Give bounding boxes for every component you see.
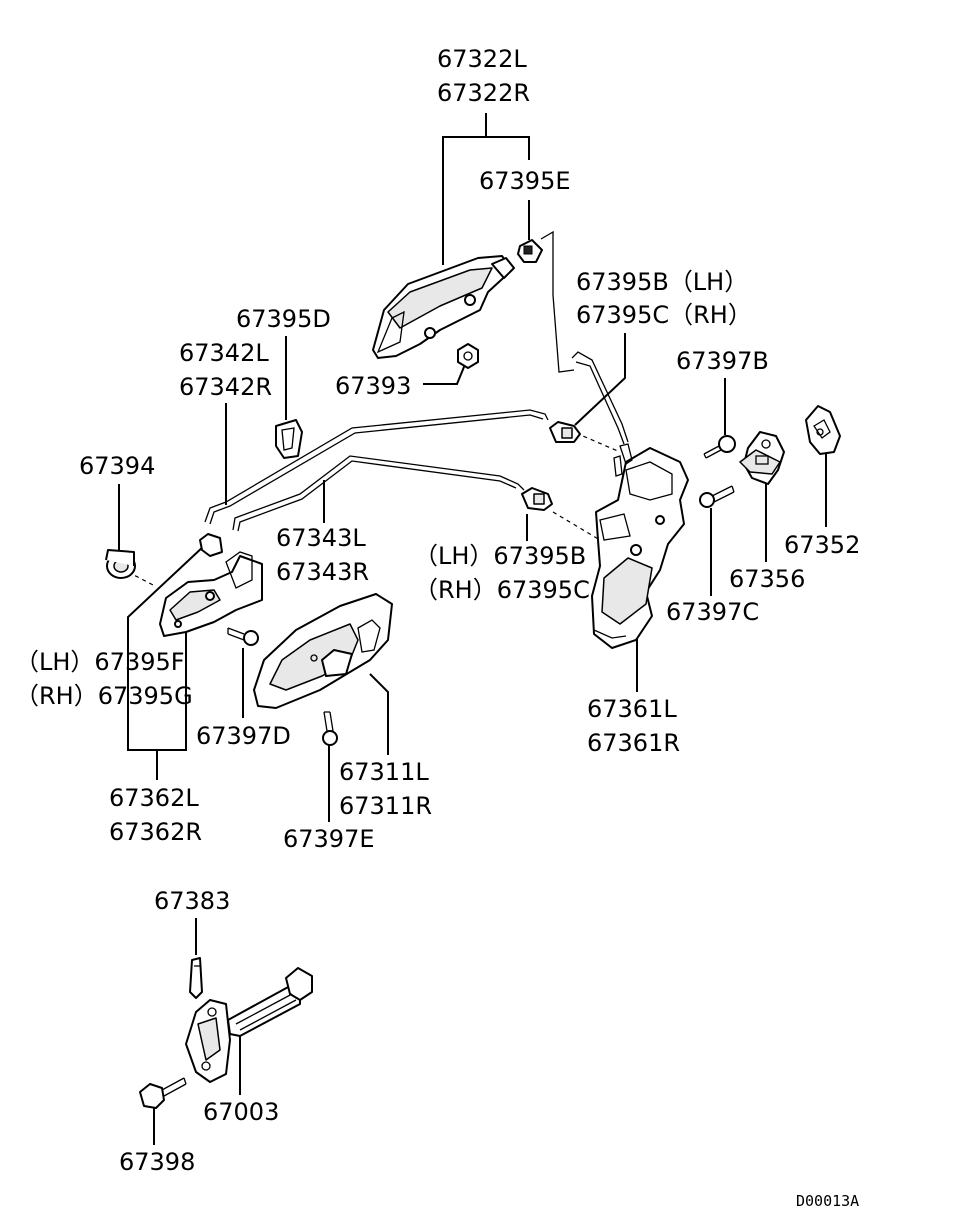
label-67395d: 67395D	[236, 305, 331, 333]
inside-escutcheon	[253, 593, 393, 709]
screw-67397b	[703, 435, 736, 459]
rod-link	[571, 351, 629, 445]
label-67322r: 67322R	[437, 79, 530, 107]
screw-67397d	[227, 627, 259, 646]
inside-handle-frame	[159, 551, 263, 637]
outside-door-handle	[372, 255, 515, 359]
label-67395g-rh: （RH）67395G	[15, 682, 193, 710]
door-check-67003	[185, 967, 313, 1083]
label-67361l: 67361L	[587, 695, 677, 723]
label-67342r: 67342R	[179, 373, 272, 401]
clip-67395f	[199, 533, 223, 557]
grommet-67394	[105, 549, 136, 579]
label-67397e: 67397E	[283, 825, 375, 853]
label-67361r: 67361R	[587, 729, 680, 757]
leader-lines	[118, 113, 827, 1145]
label-67394: 67394	[79, 452, 155, 480]
label-67393: 67393	[335, 372, 411, 400]
screw-67397c	[699, 485, 735, 508]
label-67352: 67352	[784, 531, 860, 559]
label-67395b-lh-2: （LH）67395B	[414, 542, 586, 570]
label-67395c-rh-2: （RH）67395C	[414, 576, 590, 604]
label-67397b: 67397B	[676, 347, 769, 375]
label-67322l: 67322L	[437, 45, 527, 73]
striker-67356	[739, 431, 785, 485]
label-67395f-lh: （LH）67395F	[15, 648, 185, 676]
label-67395c-rh: 67395C（RH）	[576, 301, 752, 329]
label-67383: 67383	[154, 887, 230, 915]
rod-67342	[204, 409, 549, 525]
label-67395e: 67395E	[479, 167, 571, 195]
clip-67395e	[517, 239, 543, 263]
label-67342l: 67342L	[179, 339, 269, 367]
label-67343l: 67343L	[276, 524, 366, 552]
door-lock-actuator	[591, 443, 689, 649]
label-67362r: 67362R	[109, 818, 202, 846]
bolt-67398	[139, 1077, 187, 1109]
clip-67395b-upper	[549, 421, 581, 443]
shim-67352	[805, 405, 841, 455]
label-67311l: 67311L	[339, 758, 429, 786]
label-67397d: 67397D	[196, 722, 291, 750]
screw-67397e	[322, 711, 338, 746]
label-67398: 67398	[119, 1148, 195, 1176]
label-67362l: 67362L	[109, 784, 199, 812]
label-67003: 67003	[203, 1098, 279, 1126]
label-67395b-lh: 67395B（LH）	[576, 268, 748, 296]
label-67343r: 67343R	[276, 558, 369, 586]
diagram-code: D00013A	[796, 1192, 859, 1210]
clip-67395d	[275, 419, 303, 459]
nut-67393	[457, 343, 479, 369]
label-67397c: 67397C	[666, 598, 759, 626]
clip-67395b-lower	[521, 487, 553, 511]
label-67311r: 67311R	[339, 792, 432, 820]
label-67356: 67356	[729, 565, 805, 593]
pin-67383	[189, 957, 203, 999]
rod-67343	[232, 455, 525, 532]
